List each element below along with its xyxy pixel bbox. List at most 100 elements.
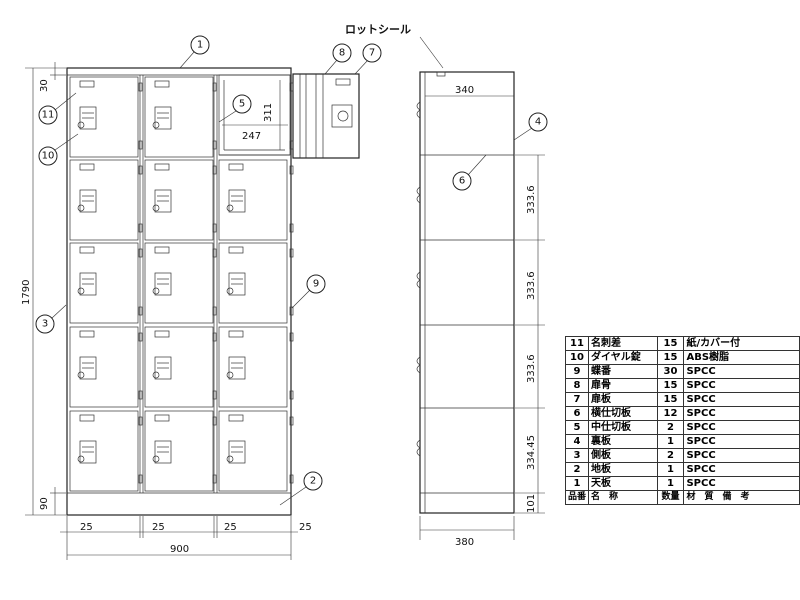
callout-7: 7 — [369, 48, 375, 59]
hinge-icon — [289, 306, 294, 316]
name-card-holder — [154, 80, 170, 88]
name-card-holder — [228, 246, 244, 254]
locker-door[interactable] — [218, 326, 288, 408]
name-card-holder — [79, 80, 95, 88]
header-part-name: 名 称 — [588, 490, 658, 505]
part-number: 11 — [564, 336, 590, 351]
hinge-icon — [212, 82, 217, 92]
locker-door[interactable] — [144, 76, 214, 158]
hinge-icon — [289, 223, 294, 233]
locker-door[interactable] — [69, 159, 139, 241]
dial-lock-icon[interactable] — [77, 440, 97, 464]
part-material: SPCC — [683, 476, 800, 491]
open-compartment — [218, 74, 291, 156]
dial-lock-icon[interactable] — [77, 106, 97, 130]
part-number: 5 — [564, 420, 590, 435]
name-card-holder — [228, 330, 244, 338]
hinge-icon — [212, 416, 217, 426]
locker-door[interactable] — [144, 242, 214, 324]
part-number: 9 — [564, 364, 590, 379]
part-material: SPCC — [683, 392, 800, 407]
name-card-holder — [154, 246, 170, 254]
part-quantity: 15 — [656, 392, 685, 407]
part-material: SPCC — [683, 420, 800, 435]
dial-lock-icon[interactable] — [77, 189, 97, 213]
dial-lock-icon[interactable] — [152, 440, 172, 464]
locker-door[interactable] — [69, 326, 139, 408]
dim-open-height: 311 — [263, 103, 274, 122]
side-latch-icon — [416, 271, 421, 289]
hinge-icon — [212, 390, 217, 400]
hinge-icon — [138, 474, 143, 484]
callout-2: 2 — [310, 476, 316, 487]
dial-lock-icon[interactable] — [226, 356, 246, 380]
dim-depth: 380 — [455, 537, 474, 548]
hinges — [138, 82, 294, 484]
part-name: 地板 — [588, 462, 658, 477]
name-card-holder — [79, 414, 95, 422]
locker-door[interactable] — [218, 410, 288, 492]
callout-5: 5 — [239, 99, 245, 110]
side-latch-icon — [416, 186, 421, 204]
hinge-icon — [289, 82, 294, 92]
header-quantity: 数量 — [656, 490, 685, 505]
hinge-icon — [212, 165, 217, 175]
part-number: 1 — [564, 476, 590, 491]
name-card-holder — [228, 414, 244, 422]
hinge-icon — [212, 223, 217, 233]
side-latch-icon — [416, 101, 421, 119]
hinge-icon — [289, 474, 294, 484]
dial-lock-icon[interactable] — [152, 272, 172, 296]
dial-lock-icon[interactable] — [152, 356, 172, 380]
callouts: 1 2 3 4 5 6 7 8 9 10 11 — [35, 35, 548, 506]
part-material: SPCC — [683, 378, 800, 393]
callout-11: 11 — [42, 110, 55, 121]
part-number: 7 — [564, 392, 590, 407]
part-quantity: 1 — [656, 434, 685, 449]
dial-lock-icon[interactable] — [77, 356, 97, 380]
dim-gap-2: 25 — [152, 522, 165, 533]
locker-door[interactable] — [218, 242, 288, 324]
dial-lock-icon[interactable] — [226, 189, 246, 213]
locker-door[interactable] — [218, 159, 288, 241]
side-latches — [416, 101, 421, 457]
locker-door[interactable] — [144, 410, 214, 492]
part-quantity: 2 — [656, 448, 685, 463]
locker-door[interactable] — [69, 76, 139, 158]
dial-lock-icon[interactable] — [77, 272, 97, 296]
dim-top-margin: 30 — [39, 79, 50, 92]
dial-lock-icon[interactable] — [226, 440, 246, 464]
part-material: 紙/カバー付 — [683, 336, 800, 351]
dial-lock-icon[interactable] — [152, 106, 172, 130]
open-door — [292, 73, 360, 159]
dial-lock-icon[interactable] — [226, 272, 246, 296]
part-number: 4 — [564, 434, 590, 449]
hinge-icon — [212, 474, 217, 484]
dim-total-height: 1790 — [21, 280, 32, 305]
part-quantity: 1 — [656, 476, 685, 491]
hinge-icon — [138, 332, 143, 342]
hinge-icon — [289, 390, 294, 400]
dial-lock-icon[interactable] — [152, 189, 172, 213]
locker-door[interactable] — [144, 326, 214, 408]
hinge-icon — [289, 140, 294, 150]
hinge-icon — [138, 140, 143, 150]
header-material: 材 質 備 考 — [683, 490, 800, 505]
locker-door[interactable] — [144, 159, 214, 241]
parts-table-header: 品番名 称数量材 質 備 考 — [564, 490, 800, 505]
hinge-icon — [138, 306, 143, 316]
hinge-icon — [289, 416, 294, 426]
name-card-holder — [154, 330, 170, 338]
part-material: SPCC — [683, 462, 800, 477]
locker-door[interactable] — [69, 410, 139, 492]
name-card-holder — [79, 163, 95, 171]
hinge-icon — [289, 332, 294, 342]
locker-door[interactable] — [69, 242, 139, 324]
dim-inner-depth: 340 — [455, 85, 474, 96]
